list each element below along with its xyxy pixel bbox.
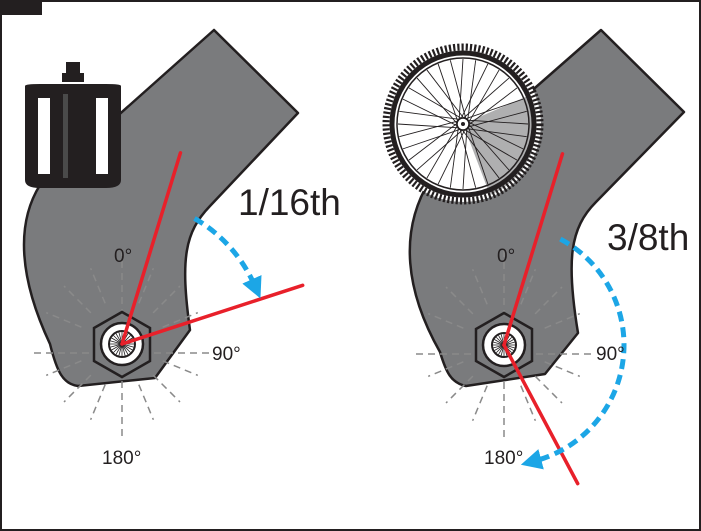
right-angle-guides	[416, 250, 592, 440]
wheel-spoke	[402, 128, 461, 150]
bolt-hatch-line	[111, 343, 123, 351]
wheel-spoke	[467, 126, 489, 185]
wheel-spoke	[397, 123, 459, 129]
left-crank-arm	[22, 28, 300, 388]
left-angle-90: 90°	[212, 344, 241, 365]
right-panel: 0° 90° 180° 3/8th	[382, 28, 689, 486]
right-angle-90: 90°	[596, 344, 625, 365]
wheel-icon	[382, 43, 544, 205]
wheel-spoke	[468, 110, 527, 128]
left-start-mark	[120, 150, 183, 346]
wheel-spoke	[416, 129, 463, 171]
guide-tick	[63, 374, 92, 403]
guide-tick	[445, 286, 474, 315]
guide-tick	[162, 360, 199, 377]
wheel-spoke	[463, 77, 510, 119]
right-angle-0: 0°	[497, 246, 515, 267]
right-angle-180: 180°	[484, 448, 523, 469]
wheel-spoke	[402, 98, 458, 127]
guide-tick	[534, 286, 563, 315]
guide-tick	[89, 267, 106, 304]
guide-tick	[471, 385, 488, 422]
bolt-hatch-line	[121, 343, 131, 353]
wheel-spoke	[426, 69, 465, 119]
wheel-spoke	[466, 128, 527, 138]
bolt-hatch-line	[494, 344, 505, 351]
guide-tick	[89, 384, 106, 421]
wheel-spoke	[426, 125, 458, 179]
guide-tick	[45, 311, 82, 328]
right-end-mark	[502, 343, 580, 486]
guide-tick	[152, 285, 181, 314]
bolt-hatch-line	[110, 343, 123, 348]
left-angle-180: 180°	[102, 448, 141, 469]
guide-tick	[138, 267, 155, 304]
bolt-hatch-line	[110, 340, 123, 345]
wheel-spoke	[408, 87, 462, 119]
bolt-hatch-line	[111, 337, 123, 345]
wheel-spoke	[459, 129, 477, 188]
left-end-mark	[120, 283, 305, 346]
guide-tick	[544, 312, 581, 329]
wheel-spoke	[468, 87, 518, 126]
wheel-spoke	[408, 122, 458, 161]
guide-tick	[427, 312, 464, 329]
wheel-spoke	[437, 129, 466, 185]
wheel-spoke	[468, 69, 500, 123]
guide-tick	[138, 384, 155, 421]
left-turn-arrow	[193, 216, 262, 299]
right-start-mark	[502, 151, 565, 347]
wheel-spoke	[449, 60, 467, 119]
wheel-spoke	[465, 98, 524, 120]
bolt-hatch-line	[494, 339, 505, 346]
left-fraction-label: 1/16th	[238, 182, 341, 223]
wheel-spoke	[399, 120, 458, 138]
wheel-spoke	[449, 127, 459, 188]
wheel-spoke	[461, 129, 500, 179]
guide-tick	[544, 361, 581, 378]
wheel-spoke	[464, 129, 518, 161]
bolt-hatch-line	[493, 344, 505, 349]
bolt-hatch-line	[493, 341, 505, 346]
wheel-spoke	[468, 121, 524, 150]
guide-tick	[45, 360, 82, 377]
pedal-icon	[25, 62, 121, 188]
guide-tick	[63, 285, 92, 314]
bolt-hatch-line	[495, 344, 505, 354]
bolt-hatch-line	[118, 343, 123, 356]
left-angle-0: 0°	[114, 246, 132, 267]
bolt-hatch-line	[113, 343, 123, 353]
guide-tick	[445, 375, 474, 404]
left-panel: 0° 90° 180° 1/16th	[22, 28, 341, 469]
bolt-hatch-line	[121, 343, 129, 355]
corner-tab	[0, 0, 42, 15]
guide-tick	[534, 375, 563, 404]
wheel-spoke	[458, 58, 464, 120]
wheel-spoke	[462, 128, 468, 190]
wheel-spoke	[468, 124, 510, 171]
wheel-spoke	[399, 110, 460, 120]
guide-tick	[162, 311, 199, 328]
guide-tick	[520, 385, 537, 422]
guide-tick	[471, 268, 488, 305]
bolt-hatch-line	[121, 343, 126, 356]
guide-tick	[427, 361, 464, 378]
right-turn-arrow	[520, 236, 627, 470]
wheel-spoke	[416, 77, 458, 124]
bolt-hatch-line	[115, 343, 123, 355]
right-fraction-label: 3/8th	[607, 217, 689, 258]
wheel-spoke	[467, 60, 477, 121]
wheel-spoke	[460, 63, 489, 119]
guide-tick	[520, 268, 537, 305]
wheel-spoke	[467, 119, 529, 125]
guide-tick	[152, 374, 181, 403]
bolt-hatch-line	[113, 335, 123, 345]
wheel-spoke	[437, 63, 459, 122]
